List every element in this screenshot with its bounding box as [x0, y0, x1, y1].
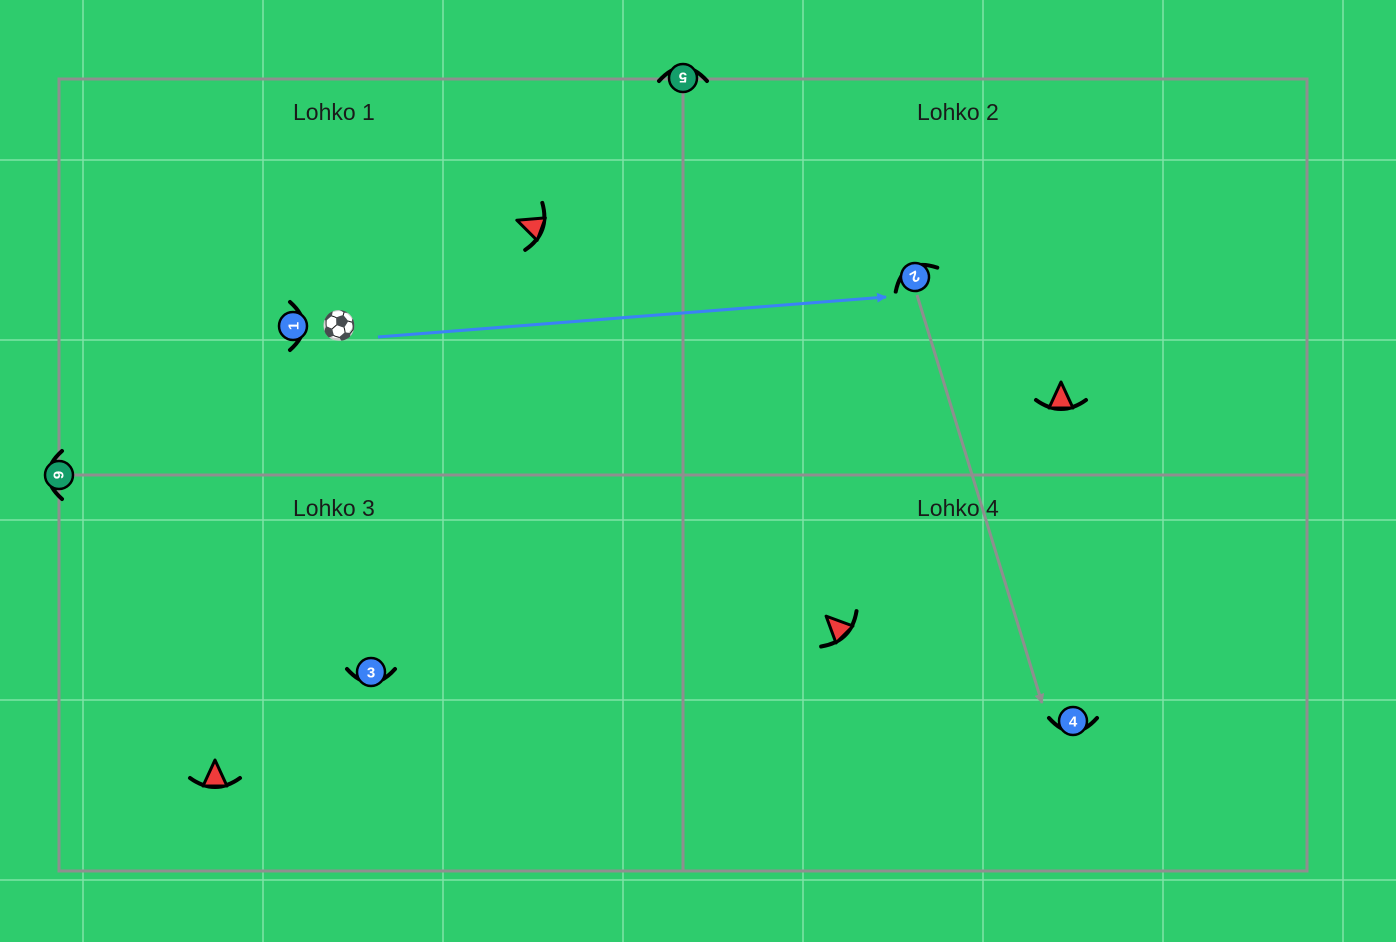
cone-icon[interactable]	[508, 197, 550, 253]
pass-arrow	[377, 292, 887, 339]
cone-icon[interactable]	[1034, 380, 1088, 411]
player-number: 6	[50, 471, 67, 479]
zone-label-3: Lohko 3	[293, 495, 375, 521]
player-number: 1	[286, 322, 303, 330]
cone-icon[interactable]	[808, 598, 862, 652]
player-3[interactable]: 3	[345, 656, 397, 688]
zone-label-4: Lohko 4	[917, 495, 999, 521]
player-5[interactable]: 5	[657, 62, 709, 94]
cone-icon[interactable]	[188, 758, 242, 789]
player-number: 5	[679, 69, 687, 86]
player-6[interactable]: 6	[43, 449, 75, 501]
player-number: 3	[367, 665, 375, 682]
soccer-ball-icon[interactable]: ⚽	[321, 309, 357, 342]
zone-label-2: Lohko 2	[917, 99, 999, 125]
player-number: 4	[1069, 714, 1078, 731]
player-4[interactable]: 4	[1047, 705, 1099, 737]
player-2[interactable]: 2	[887, 253, 943, 301]
player-1[interactable]: 1	[277, 300, 309, 352]
zone-label-1: Lohko 1	[293, 99, 375, 125]
run-arrow	[915, 294, 1045, 704]
